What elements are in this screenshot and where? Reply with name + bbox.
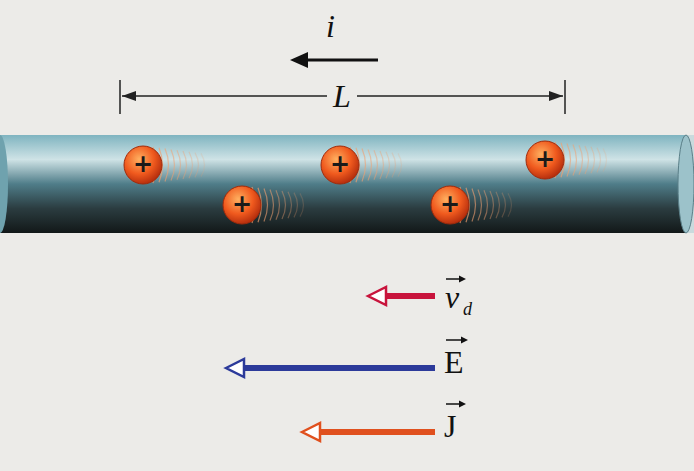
vector-symbol: J bbox=[444, 410, 456, 442]
charge-sign: + bbox=[430, 185, 470, 225]
positive-charge: + bbox=[525, 140, 565, 180]
electric-field-arrow bbox=[226, 359, 435, 377]
current-arrow bbox=[290, 52, 378, 68]
vector-marks bbox=[446, 276, 468, 408]
drift-velocity-arrow bbox=[368, 287, 435, 305]
charge-sign: + bbox=[320, 145, 360, 185]
positive-charge: + bbox=[430, 185, 470, 225]
dimension-line bbox=[120, 80, 565, 114]
charge-sign: + bbox=[123, 145, 163, 185]
charge-sign: + bbox=[525, 140, 565, 180]
vector-symbol: v bbox=[445, 281, 459, 313]
positive-charge: + bbox=[320, 145, 360, 185]
positive-charge: + bbox=[123, 145, 163, 185]
length-label: L bbox=[327, 80, 357, 112]
positive-charge: + bbox=[222, 185, 262, 225]
subscript: d bbox=[463, 300, 472, 318]
vector-symbol: E bbox=[444, 346, 464, 378]
charge-sign: + bbox=[222, 185, 262, 225]
current-label: i bbox=[326, 10, 335, 42]
wire bbox=[0, 135, 694, 233]
current-density-arrow bbox=[302, 423, 435, 441]
